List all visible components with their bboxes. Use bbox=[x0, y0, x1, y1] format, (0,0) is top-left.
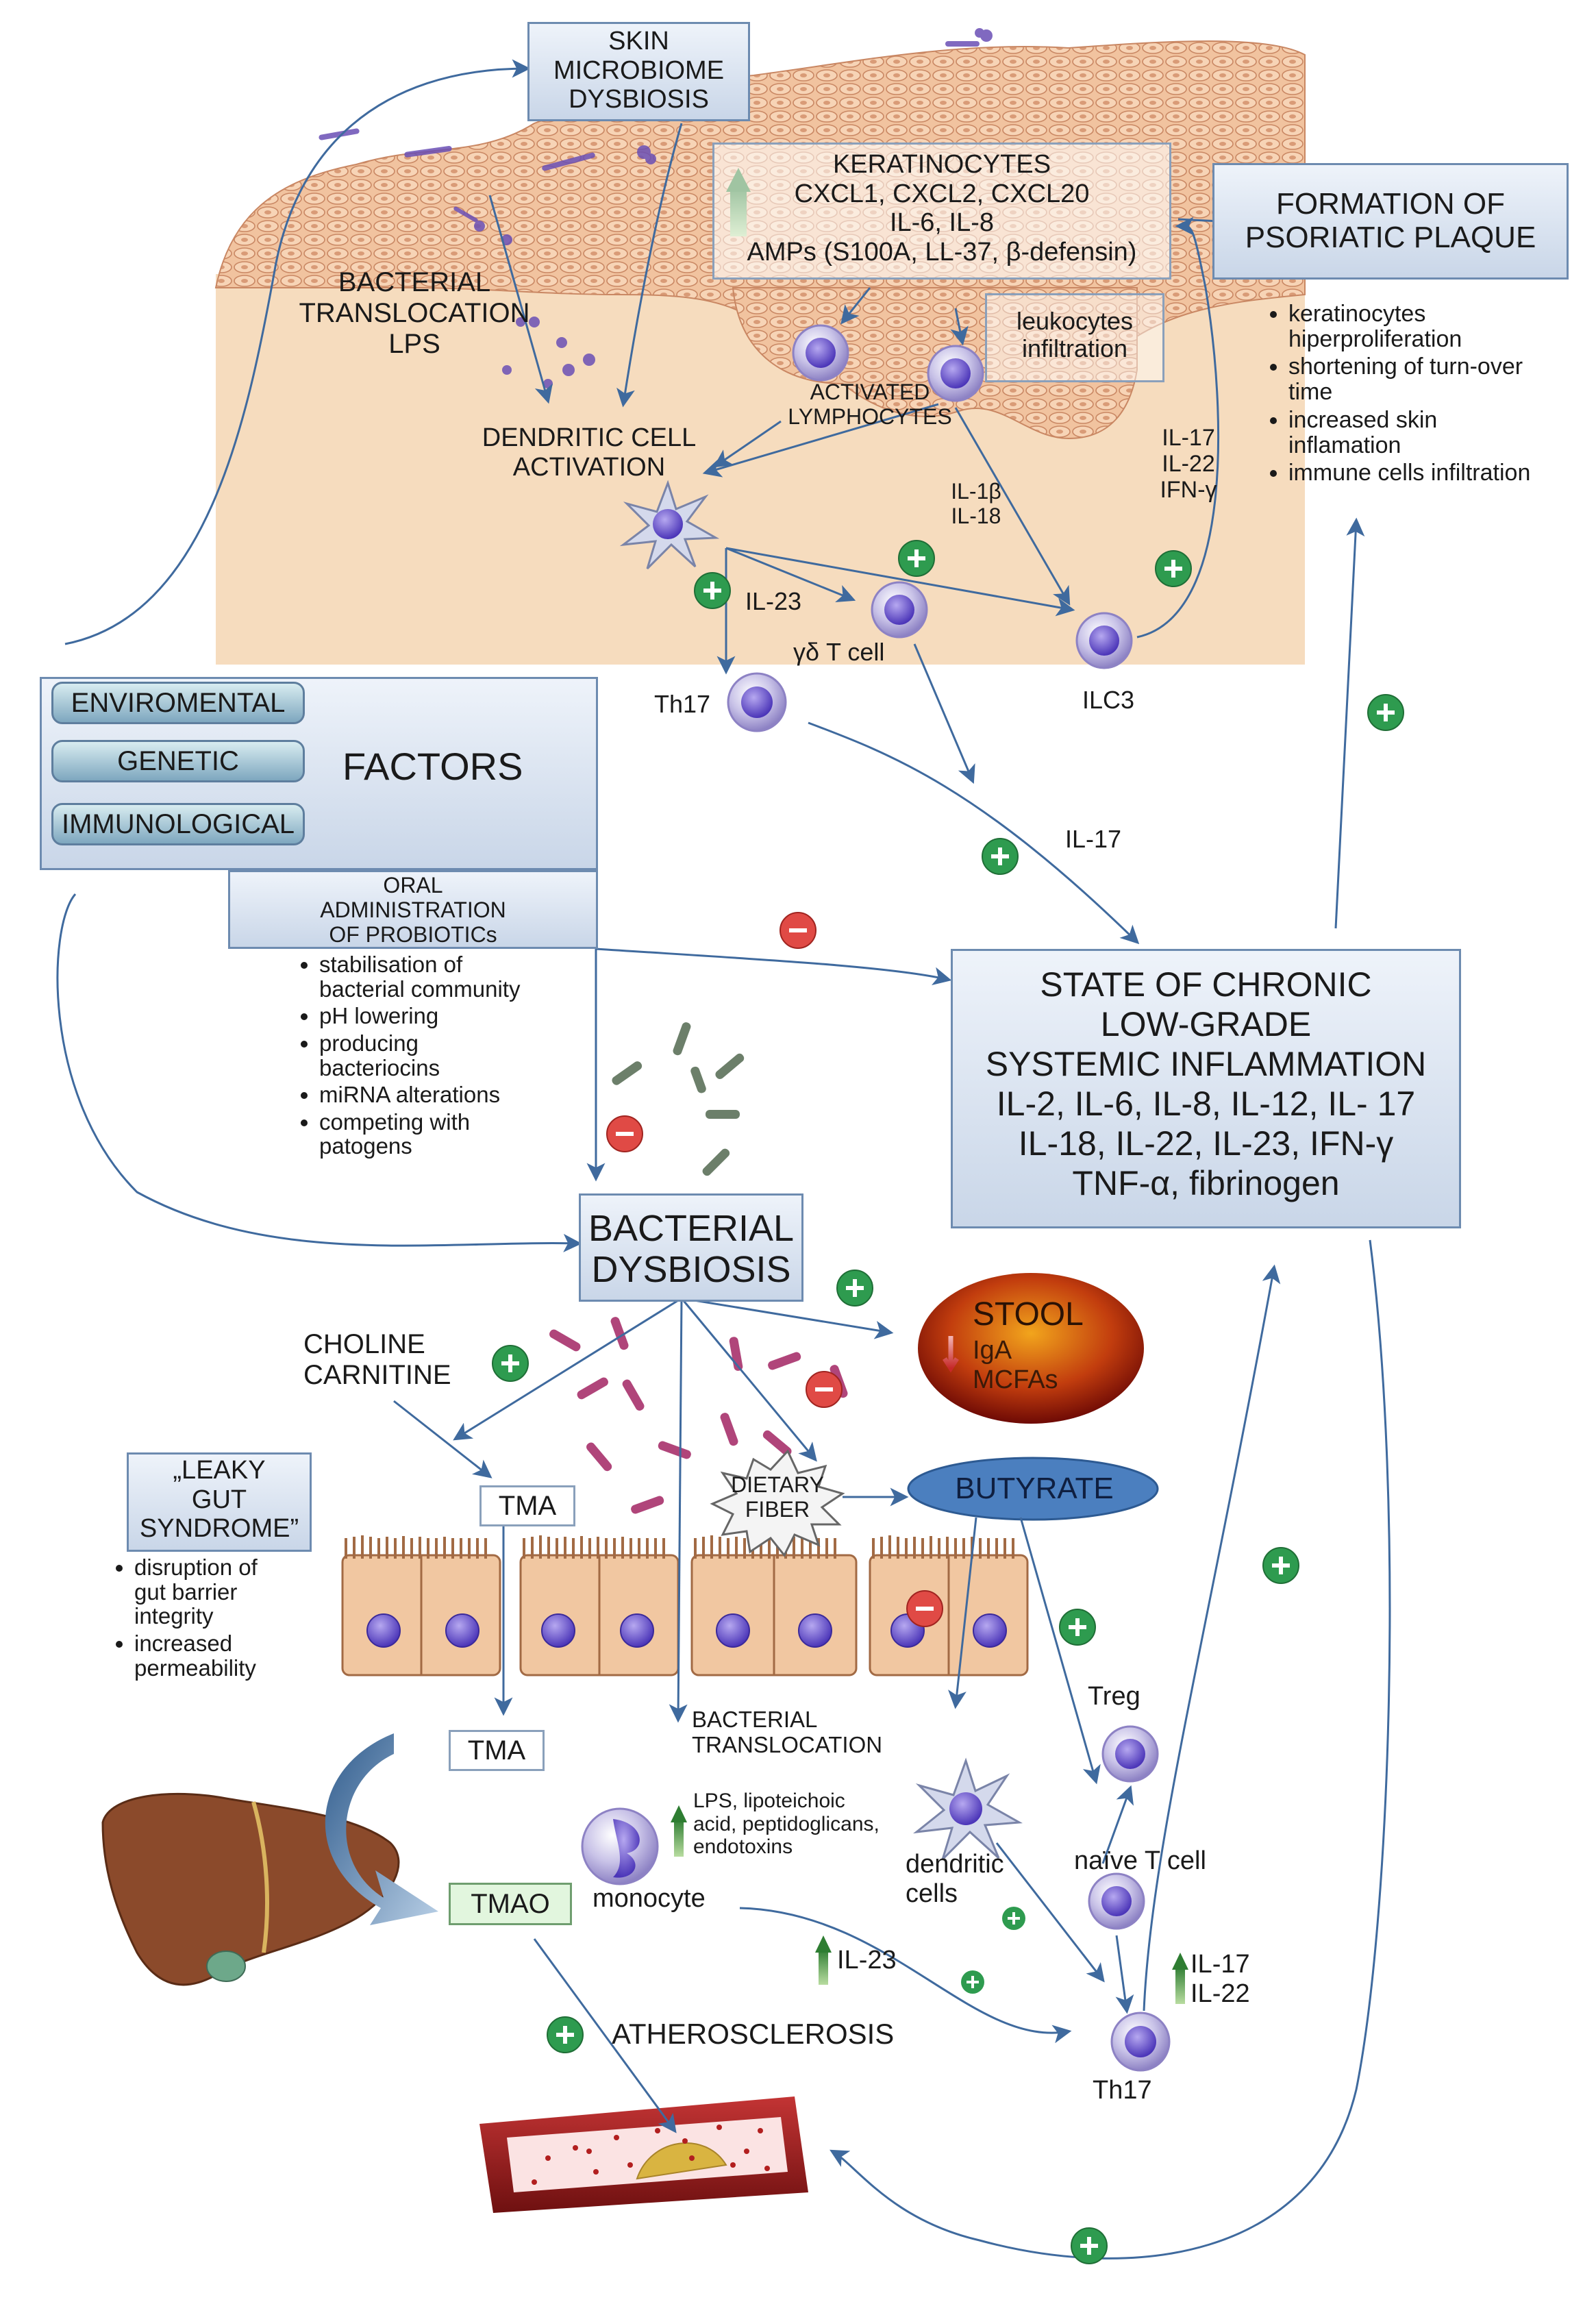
stool-items: IgA MCFAs bbox=[973, 1336, 1058, 1394]
psoriatic-plaque-box: FORMATION OF PSORIATIC PLAQUE bbox=[1212, 163, 1569, 280]
monocyte-cell bbox=[581, 1807, 659, 1885]
th17-gut-label: Th17 bbox=[1093, 2076, 1152, 2105]
il23-skin-label: IL-23 bbox=[745, 587, 802, 615]
gut-bacteria bbox=[549, 1022, 848, 1514]
dendritic-cells-label: dendritic cells bbox=[906, 1850, 1004, 1908]
leukocytes-infiltration-box: leukocytes infiltration bbox=[985, 293, 1164, 382]
probiotics-box: ORAL ADMINISTRATION OF PROBIOTICs bbox=[228, 870, 598, 949]
il17-mid-label: IL-17 bbox=[1065, 825, 1122, 853]
treg-label: Treg bbox=[1088, 1682, 1140, 1711]
leaky-gut-bullet-list: disruption of gut barrier integrity incr… bbox=[110, 1555, 353, 1683]
systemic-inflammation-box: STATE OF CHRONIC LOW-GRADE SYSTEMIC INFL… bbox=[951, 949, 1461, 1228]
factor-immunological: IMMUNOLOGICAL bbox=[51, 803, 305, 845]
lymphocyte-cell bbox=[927, 345, 984, 402]
immune-cells bbox=[581, 324, 1171, 2072]
liver bbox=[101, 1792, 400, 1986]
plus-signs bbox=[492, 540, 1404, 2264]
naive-tcell bbox=[1088, 1872, 1145, 1930]
factor-genetic: GENETIC bbox=[51, 740, 305, 782]
choline-carnitine-label: CHOLINE CARNITINE bbox=[303, 1329, 451, 1390]
liver-conversion-arrow bbox=[325, 1733, 438, 1925]
dendritic-cell-gut bbox=[912, 1757, 1023, 1861]
plaque-bullet: increased skin inflamation bbox=[1288, 407, 1596, 458]
tmao-box: TMAO bbox=[449, 1883, 572, 1925]
leaky-gut-box: „LEAKY GUT SYNDROME” bbox=[127, 1452, 312, 1552]
il23-gut-label: IL-23 bbox=[837, 1946, 897, 1975]
th17-cell-gut bbox=[1110, 2012, 1171, 2072]
dietary-fiber-label: DIETARY FIBER bbox=[731, 1472, 824, 1522]
treg-cell bbox=[1101, 1725, 1159, 1783]
naive-tcell-label: naïve T cell bbox=[1074, 1846, 1206, 1875]
probiotics-bullet: pH lowering bbox=[319, 1004, 607, 1028]
il17-il22-gut-label: IL-17 IL-22 bbox=[1190, 1950, 1250, 2008]
il17-il22-ifn-label: IL-17 IL-22 IFN-γ bbox=[1160, 425, 1217, 504]
tma-box-top: TMA bbox=[479, 1485, 575, 1526]
factor-environmental: ENVIROMENTAL bbox=[51, 682, 305, 724]
gut-epithelium bbox=[341, 1535, 1029, 1676]
stool-title: STOOL bbox=[973, 1296, 1084, 1333]
probiotics-bullet-list: stabilisation of bacterial community pH … bbox=[295, 952, 607, 1161]
plaque-bullet-list: keratinocytes hiperproliferation shorten… bbox=[1264, 301, 1596, 488]
ilc3-cell bbox=[1075, 612, 1133, 669]
probiotics-bullet: producing bacteriocins bbox=[319, 1030, 607, 1080]
ilc3-label: ILC3 bbox=[1082, 686, 1135, 714]
leaky-gut-bullet: disruption of gut barrier integrity bbox=[134, 1555, 353, 1629]
dc-activation-label: DENDRITIC CELL ACTIVATION bbox=[482, 423, 697, 482]
plaque-bullet: shortening of turn-over time bbox=[1288, 354, 1596, 405]
dendritic-cell-skin bbox=[619, 480, 720, 570]
atherosclerosis-label: ATHEROSCLEROSIS bbox=[612, 2018, 895, 2050]
plaque-bullet: immune cells infiltration bbox=[1288, 460, 1596, 486]
activated-lymphocytes-label: ACTIVATED LYMPHOCYTES bbox=[788, 380, 952, 429]
gd-tcell-label: γδ T cell bbox=[793, 638, 885, 666]
dietary-fiber-burst bbox=[710, 1449, 845, 1557]
th17-cell-skin bbox=[727, 672, 787, 732]
factors-title: FACTORS bbox=[342, 745, 523, 788]
probiotics-bullet: competing with patogens bbox=[319, 1109, 607, 1159]
plaque-bullet: keratinocytes hiperproliferation bbox=[1288, 301, 1596, 352]
minus-signs bbox=[606, 912, 943, 1627]
stool-ellipse bbox=[918, 1273, 1144, 1424]
connection-arrows bbox=[56, 59, 1391, 2260]
tma-box-bottom: TMA bbox=[449, 1730, 545, 1771]
th17-skin-label: Th17 bbox=[654, 690, 711, 718]
butyrate-label: BUTYRATE bbox=[955, 1472, 1114, 1505]
leaky-gut-bullet: increased permeability bbox=[134, 1631, 353, 1680]
keratinocytes-box: KERATINOCYTES CXCL1, CXCL2, CXCL20 IL-6,… bbox=[712, 143, 1171, 280]
probiotics-bullet: stabilisation of bacterial community bbox=[319, 952, 607, 1001]
blood-vessel bbox=[479, 2096, 808, 2213]
monocyte-label: monocyte bbox=[593, 1884, 706, 1913]
gd-tcell bbox=[871, 581, 928, 639]
probiotics-bullet: miRNA alterations bbox=[319, 1082, 607, 1107]
bacterial-dysbiosis-box: BACTERIAL DYSBIOSIS bbox=[579, 1193, 803, 1302]
lps-label: LPS, lipoteichoic acid, peptidoglicans, … bbox=[693, 1790, 880, 1859]
bacterial-translocation-label: BACTERIAL TRANSLOCATION LPS bbox=[299, 267, 530, 359]
bacterial-translocation-gut-label: BACTERIAL TRANSLOCATION bbox=[692, 1707, 883, 1757]
il1b-il18-label: IL-1β IL-18 bbox=[951, 479, 1001, 528]
lymphocyte-cell bbox=[792, 324, 849, 382]
skin-microbiome-box: SKIN MICROBIOME DYSBIOSIS bbox=[527, 22, 750, 121]
